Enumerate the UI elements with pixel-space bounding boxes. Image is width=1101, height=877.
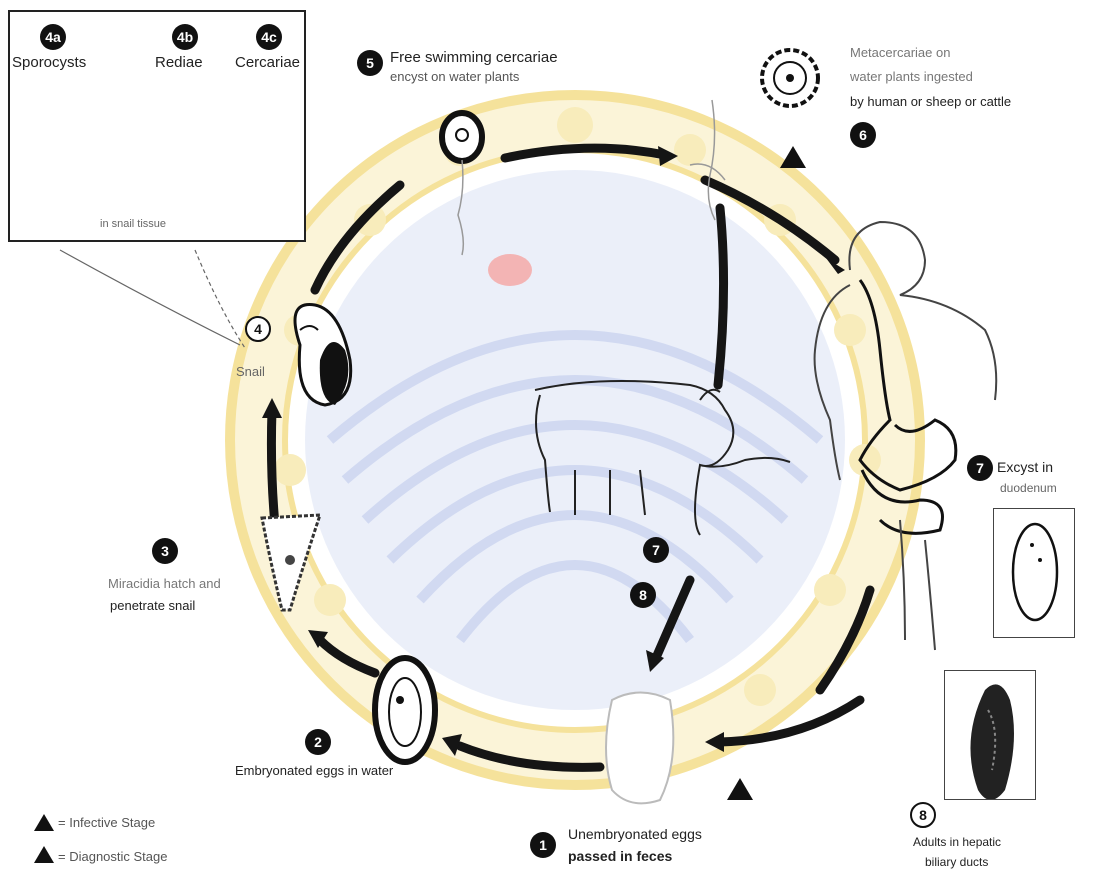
label-cercariae: Cercariae: [235, 54, 300, 73]
step1-text-line2: passed in feces: [568, 848, 672, 866]
step8-text-line1: Adults in hepatic: [913, 835, 1001, 850]
badge-6: 6: [850, 122, 876, 148]
step6-text-line1: Metacercariae on: [850, 45, 950, 61]
legend-infective-icon: [34, 814, 54, 831]
callout-lines: [60, 250, 245, 348]
inset-caption: in snail tissue: [100, 218, 166, 232]
badge-3: 3: [152, 538, 178, 564]
legend-diagnostic-text: = Diagnostic Stage: [58, 849, 167, 865]
step2-text: Embryonated eggs in water: [235, 763, 393, 779]
step5-text-line2: encyst on water plants: [390, 69, 519, 85]
step7-text-line1: Excyst in: [997, 459, 1053, 477]
diagnostic-stage-marker: [727, 778, 753, 800]
badge-5: 5: [357, 50, 383, 76]
embryonated-egg-image: [375, 658, 435, 762]
step8-text-line2: biliary ducts: [925, 855, 988, 870]
step5-text-line1: Free swimming cercariae: [390, 49, 558, 68]
badge-8-center: 8: [630, 582, 656, 608]
badge-7: 7: [967, 455, 993, 481]
step6-text-line2: water plants ingested: [850, 69, 973, 85]
step1-text-line1: Unembryonated eggs: [568, 826, 702, 844]
label-rediae: Rediae: [155, 54, 203, 73]
infective-stage-marker: [780, 146, 806, 168]
badge-4b: 4b: [172, 24, 198, 50]
watermark-seal: [230, 95, 920, 785]
adult-frame: [944, 670, 1036, 800]
badge-4a: 4a: [40, 24, 66, 50]
badge-4c: 4c: [256, 24, 282, 50]
badge-1: 1: [530, 832, 556, 858]
badge-7-center: 7: [643, 537, 669, 563]
badge-8: 8: [910, 802, 936, 828]
excyst-frame: [993, 508, 1075, 638]
label-sporocysts: Sporocysts: [12, 54, 86, 73]
step4-text: Snail: [236, 364, 265, 380]
badge-2: 2: [305, 729, 331, 755]
legend-infective-text: = Infective Stage: [58, 815, 155, 831]
metacercaria-image: [762, 50, 818, 106]
step3-text-line1: Miracidia hatch and: [108, 576, 221, 592]
badge-4: 4: [245, 316, 271, 342]
step3-text-line2: penetrate snail: [110, 598, 195, 614]
step7-text-line2: duodenum: [1000, 481, 1057, 496]
legend-diagnostic-icon: [34, 846, 54, 863]
unembryonated-egg-image: [606, 693, 673, 804]
step6-text-line3: by human or sheep or cattle: [850, 94, 1011, 110]
